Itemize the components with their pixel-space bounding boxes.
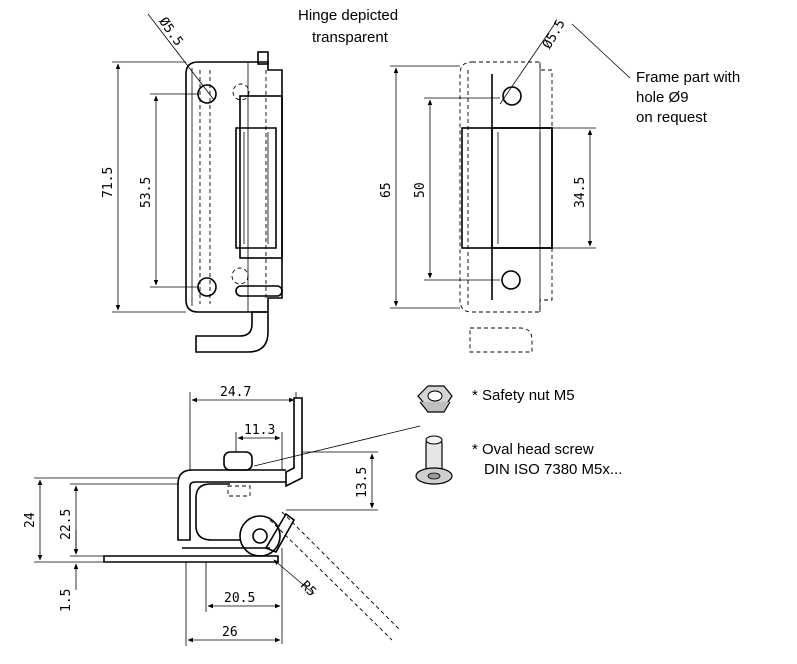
title-line-2: transparent <box>312 29 389 46</box>
hole-leader <box>147 13 215 101</box>
screw-head-side <box>223 451 253 471</box>
pin-circle <box>252 528 268 544</box>
dim-71-5: 71.5 <box>101 167 116 198</box>
inner-leaf <box>195 483 240 541</box>
oval-head-screw-icon <box>415 435 453 485</box>
dim-24-7: 24.7 <box>220 385 251 400</box>
swing-arm <box>264 512 296 554</box>
hole-leader <box>499 21 557 105</box>
frame-leader <box>571 23 631 79</box>
knuckle-circle <box>239 515 281 557</box>
dim-26: 26 <box>222 625 238 640</box>
dim-65: 65 <box>379 182 394 198</box>
swing-line <box>281 511 401 631</box>
leaf-visible <box>491 127 553 249</box>
dim-11-3: 11.3 <box>244 423 275 438</box>
visible-knuckle-area <box>461 127 553 249</box>
frame-note-3: on request <box>636 109 708 126</box>
mounting-hole-bottom <box>197 277 217 297</box>
swing-line <box>269 519 393 641</box>
screw-label-2: DIN ISO 7380 M5x... <box>484 461 622 478</box>
frame-outline-hidden <box>459 61 553 313</box>
dim-53-5: 53.5 <box>139 177 154 208</box>
dim-r5: R5 <box>297 578 319 600</box>
dim-24: 24 <box>23 512 38 528</box>
front-view-left: Ø5.5 71.5 53.5 <box>101 13 283 353</box>
knuckle-inner <box>235 127 277 249</box>
hidden-hole <box>232 83 250 101</box>
foot-hidden <box>469 327 533 353</box>
mounting-hole-top <box>197 84 217 104</box>
frame-hole-bottom <box>501 270 521 290</box>
title-line-1: Hinge depicted <box>298 7 398 24</box>
side-view: 24.7 11.3 13.5 24 22.5 1.5 20.5 26 <box>23 385 421 646</box>
safety-nut-icon <box>417 385 453 413</box>
frame-note-1: Frame part with <box>636 69 740 86</box>
dim-20-5: 20.5 <box>224 591 255 606</box>
frame-note-2: hole Ø9 <box>636 89 689 106</box>
dim-34-5: 34.5 <box>573 177 588 208</box>
hinge-body-outline <box>185 61 283 313</box>
base-leaf <box>103 555 279 563</box>
hinge-foot <box>195 311 269 353</box>
frame-leaf <box>285 397 303 488</box>
screw-label-1: * Oval head screw <box>472 441 594 458</box>
dim-1-5: 1.5 <box>59 589 74 612</box>
pin-top <box>257 51 269 65</box>
dim-13-5: 13.5 <box>355 467 370 498</box>
knuckle-center <box>239 95 283 259</box>
screw-leader <box>253 425 421 467</box>
nut-label: * Safety nut M5 <box>472 387 575 404</box>
c-leaf <box>177 469 286 541</box>
dim-22-5: 22.5 <box>59 509 74 540</box>
dim-line-r5 <box>273 559 315 595</box>
front-view-right: Ø5.5 65 50 34.5 <box>379 17 631 353</box>
slot <box>235 285 283 297</box>
hidden-hole <box>231 267 249 285</box>
dim-50: 50 <box>413 182 428 198</box>
hole-dim-label: Ø5.5 <box>155 15 185 49</box>
hole-dim-label: Ø5.5 <box>540 17 569 52</box>
nut-hidden <box>227 485 251 497</box>
